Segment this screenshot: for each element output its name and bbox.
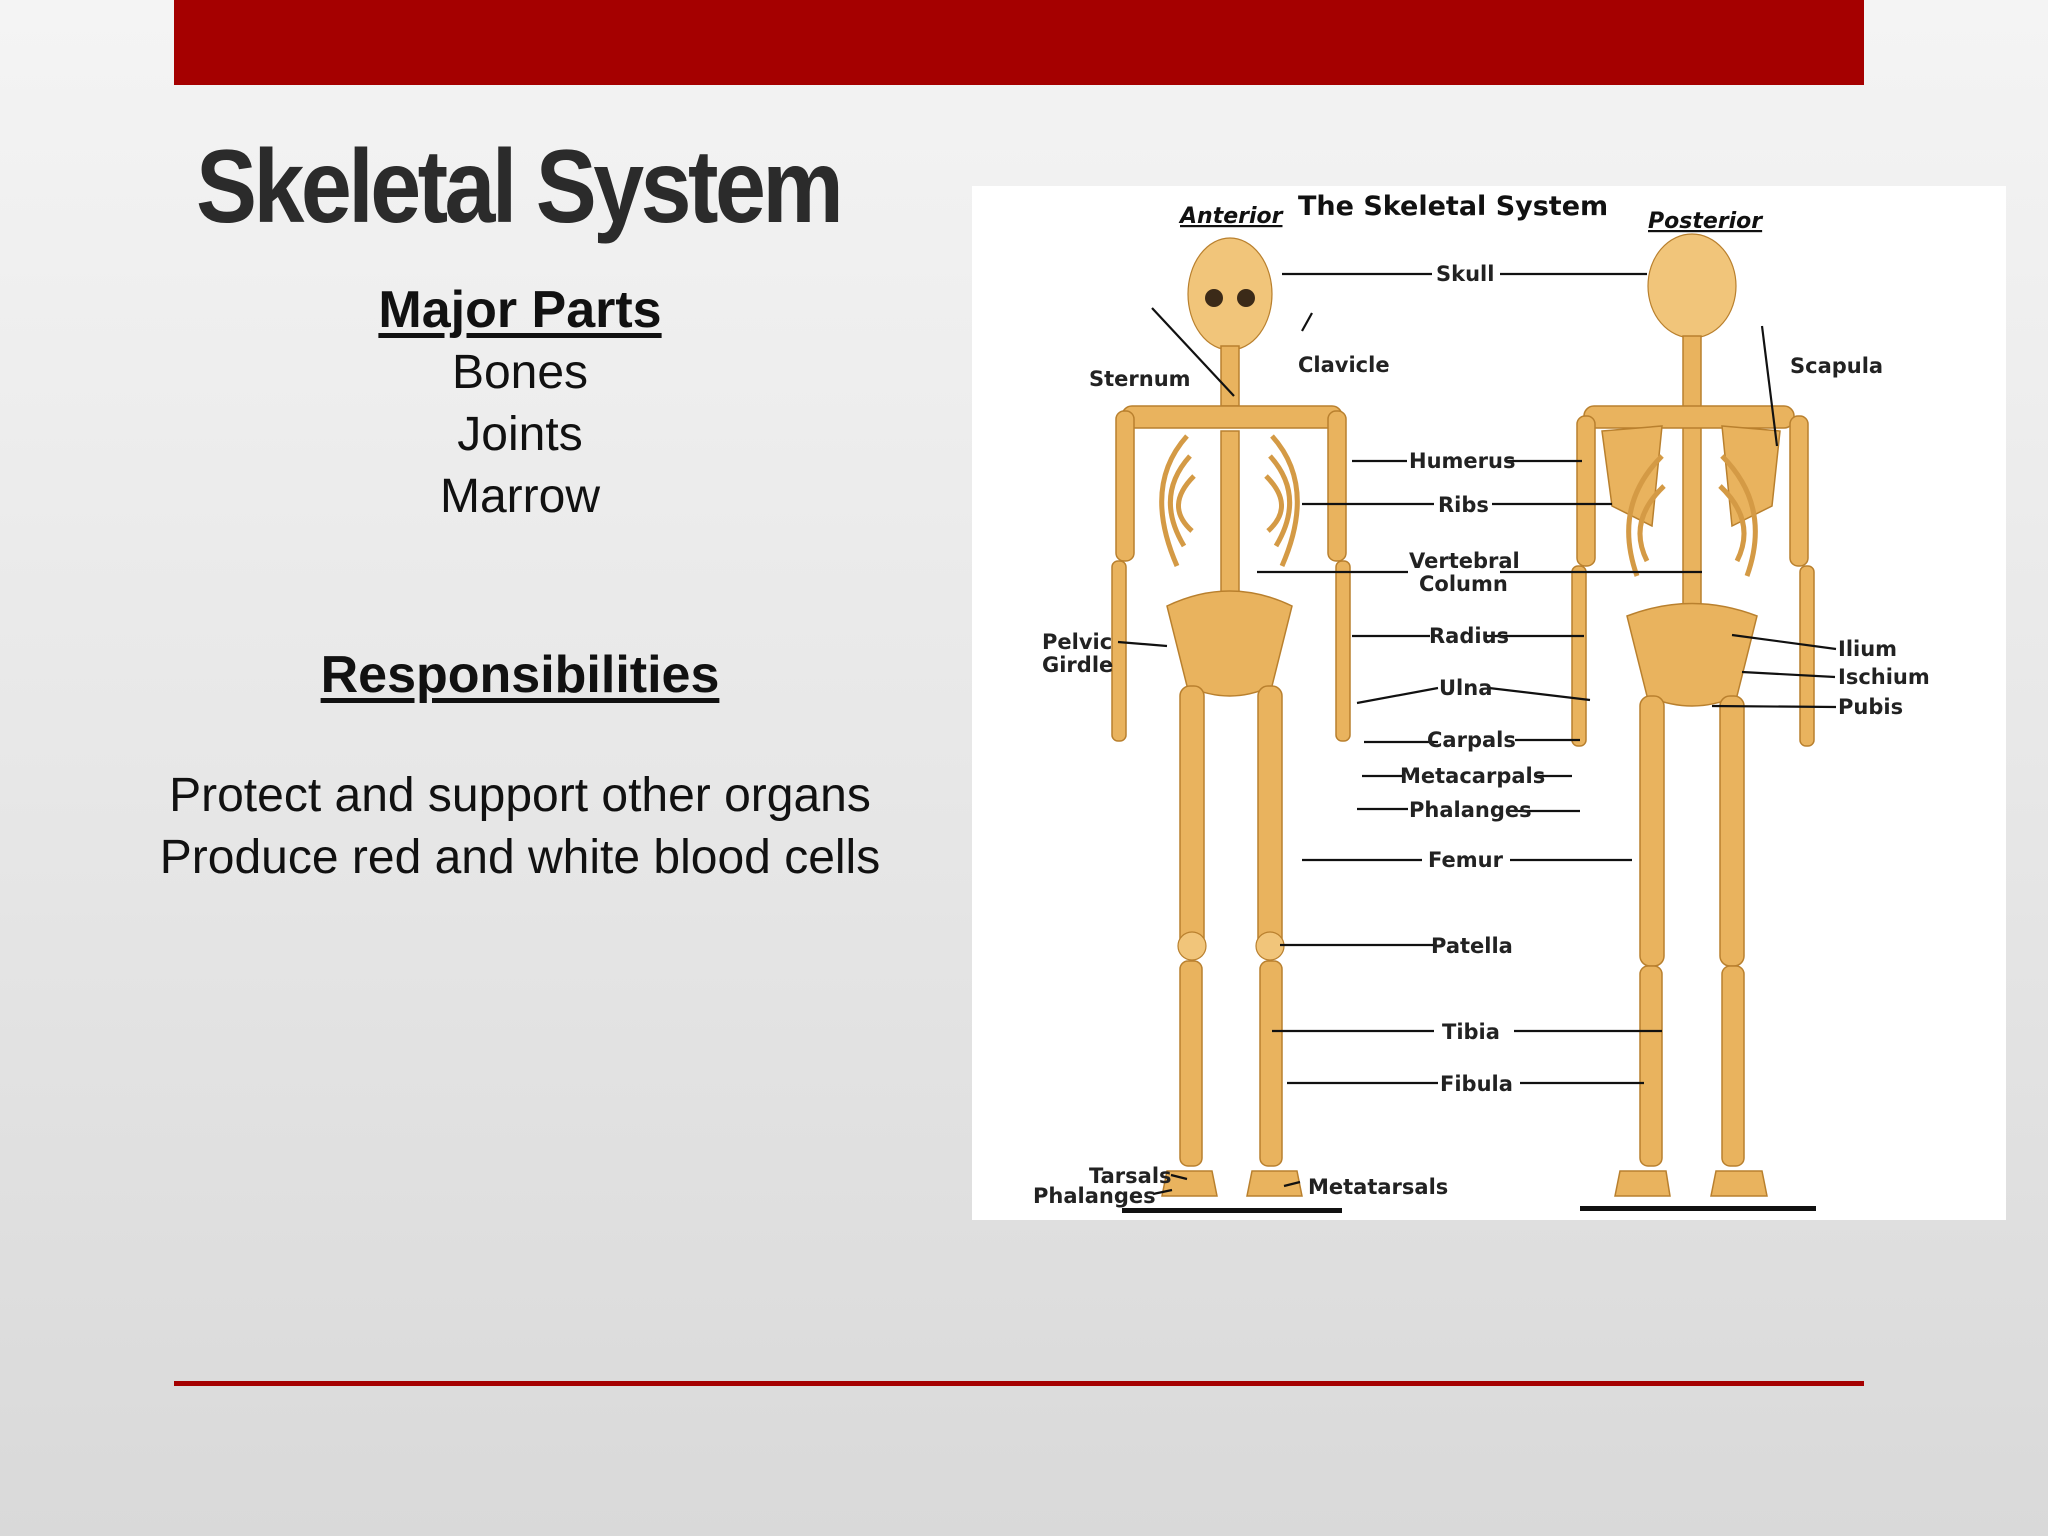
major-parts-section: Major Parts Bones Joints Marrow — [120, 280, 920, 528]
label-lines — [1117, 272, 1837, 1196]
label-ulna: Ulna — [1439, 676, 1492, 700]
label-column: Column — [1419, 572, 1508, 596]
responsibilities-section: Responsibilities Protect and support oth… — [120, 645, 920, 889]
responsibility-protect: Protect and support other organs — [169, 769, 871, 822]
responsibilities-heading: Responsibilities — [320, 646, 720, 704]
label-patella: Patella — [1431, 934, 1513, 958]
label-carpals: Carpals — [1427, 728, 1516, 752]
label-ribs: Ribs — [1438, 493, 1489, 517]
posterior-label: Posterior — [1648, 209, 1763, 234]
major-part-marrow: Marrow — [439, 470, 600, 523]
label-ilium: Ilium — [1838, 637, 1897, 661]
top-accent-bar — [174, 0, 1864, 85]
label-metacarpals: Metacarpals — [1400, 764, 1545, 788]
label-humerus: Humerus — [1409, 449, 1515, 473]
label-phalanges-hand: Phalanges — [1409, 798, 1532, 822]
label-girdle: Girdle — [1042, 653, 1113, 677]
label-phalanges-foot: Phalanges — [1033, 1184, 1156, 1208]
label-tarsals: Tarsals — [1089, 1164, 1172, 1188]
posterior-skeleton — [1571, 233, 1816, 1211]
label-pelvic: Pelvic — [1042, 630, 1112, 654]
label-skull: Skull — [1436, 262, 1494, 286]
label-radius: Radius — [1429, 624, 1509, 648]
major-part-joints: Joints — [457, 408, 583, 461]
label-ischium: Ischium — [1838, 665, 1930, 689]
figure-title: The Skeletal System — [1298, 191, 1608, 222]
skeletal-system-figure: The Skeletal System Anterior Posterior — [972, 186, 2006, 1220]
bottom-accent-rule — [174, 1381, 1864, 1386]
major-part-bones: Bones — [451, 346, 589, 399]
slide-title: Skeletal System — [196, 129, 844, 245]
major-parts-heading: Major Parts — [378, 281, 662, 339]
label-tibia: Tibia — [1442, 1020, 1500, 1044]
anterior-label: Anterior — [1178, 204, 1284, 229]
skeleton-diagram: The Skeletal System Anterior Posterior — [1033, 191, 1930, 1213]
label-sternum: Sternum — [1089, 367, 1191, 391]
label-scapula: Scapula — [1790, 354, 1883, 378]
label-metatarsals: Metatarsals — [1308, 1175, 1448, 1199]
label-pubis: Pubis — [1838, 695, 1903, 719]
anterior-skeleton — [1111, 237, 1351, 1213]
responsibility-blood-cells: Produce red and white blood cells — [159, 831, 881, 884]
label-vertebral: Vertebral — [1409, 549, 1520, 573]
label-clavicle: Clavicle — [1298, 353, 1390, 377]
label-femur: Femur — [1428, 848, 1504, 872]
label-fibula: Fibula — [1440, 1072, 1513, 1096]
